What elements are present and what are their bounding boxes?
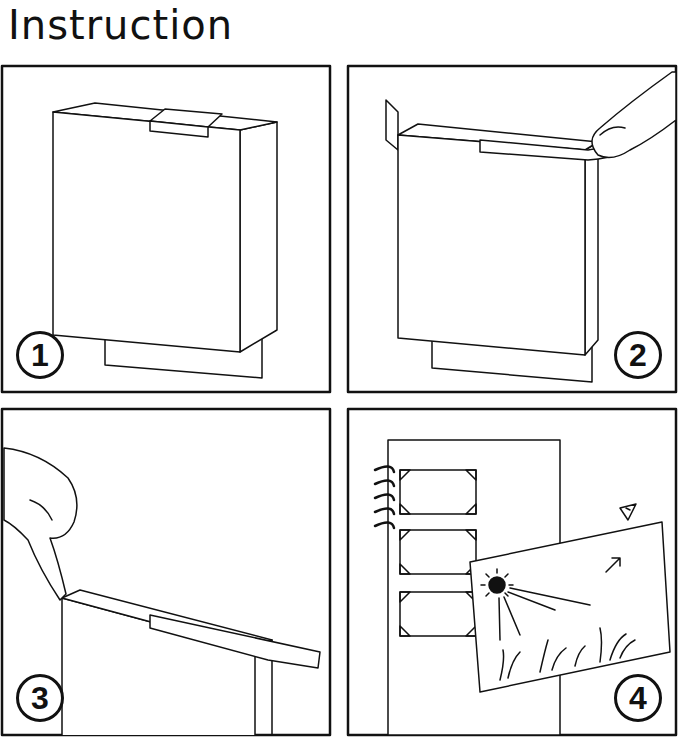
step-number: 1 <box>31 339 49 371</box>
photo-corner <box>400 470 476 514</box>
ring <box>375 522 394 528</box>
film-box-opening <box>386 72 676 382</box>
photo-corner <box>400 530 476 574</box>
photo-album <box>375 440 670 735</box>
sun-rays <box>481 569 590 640</box>
panel-frame <box>2 409 330 735</box>
box-flap <box>386 100 398 150</box>
step-number: 3 <box>31 682 49 714</box>
sun <box>489 577 505 593</box>
box-front <box>398 135 585 355</box>
ring <box>375 508 394 514</box>
photo-slot <box>400 470 476 514</box>
step-number: 2 <box>629 339 647 371</box>
hand-crease <box>30 500 52 520</box>
grass <box>500 628 635 680</box>
fingernail <box>600 127 625 135</box>
photo-corner <box>400 592 476 636</box>
box-front <box>53 112 240 352</box>
hand <box>4 448 77 600</box>
panel-frames <box>2 66 676 735</box>
panel-frame <box>348 66 676 392</box>
panel-frame <box>348 409 676 735</box>
step-number-circle: 3 <box>16 674 64 722</box>
sticker-mark <box>626 508 630 510</box>
step-number-circle: 2 <box>614 331 662 379</box>
finger <box>592 72 676 158</box>
seal-tape <box>150 121 208 137</box>
photo-print <box>470 522 670 692</box>
ring <box>375 480 394 486</box>
step-number-circle: 1 <box>16 331 64 379</box>
photo-slot <box>400 592 476 636</box>
panel-frame <box>2 66 330 392</box>
corner-arrow <box>606 558 620 572</box>
page-title: Instruction <box>8 2 233 48</box>
photo-slot <box>400 530 476 574</box>
box-side <box>240 122 277 352</box>
box-side <box>585 142 598 355</box>
photo-slots <box>400 470 476 636</box>
step-number: 4 <box>629 682 647 714</box>
ring <box>375 466 394 472</box>
photo-corners <box>400 470 476 636</box>
seal-tape <box>150 615 320 668</box>
film-box-peeling <box>4 448 320 735</box>
film-box-closed <box>53 103 277 378</box>
step-number-circle: 4 <box>614 674 662 722</box>
spiral-rings <box>375 466 394 528</box>
photo-corner-sticker <box>620 504 636 520</box>
ring <box>375 494 394 500</box>
light-ray <box>499 588 590 640</box>
